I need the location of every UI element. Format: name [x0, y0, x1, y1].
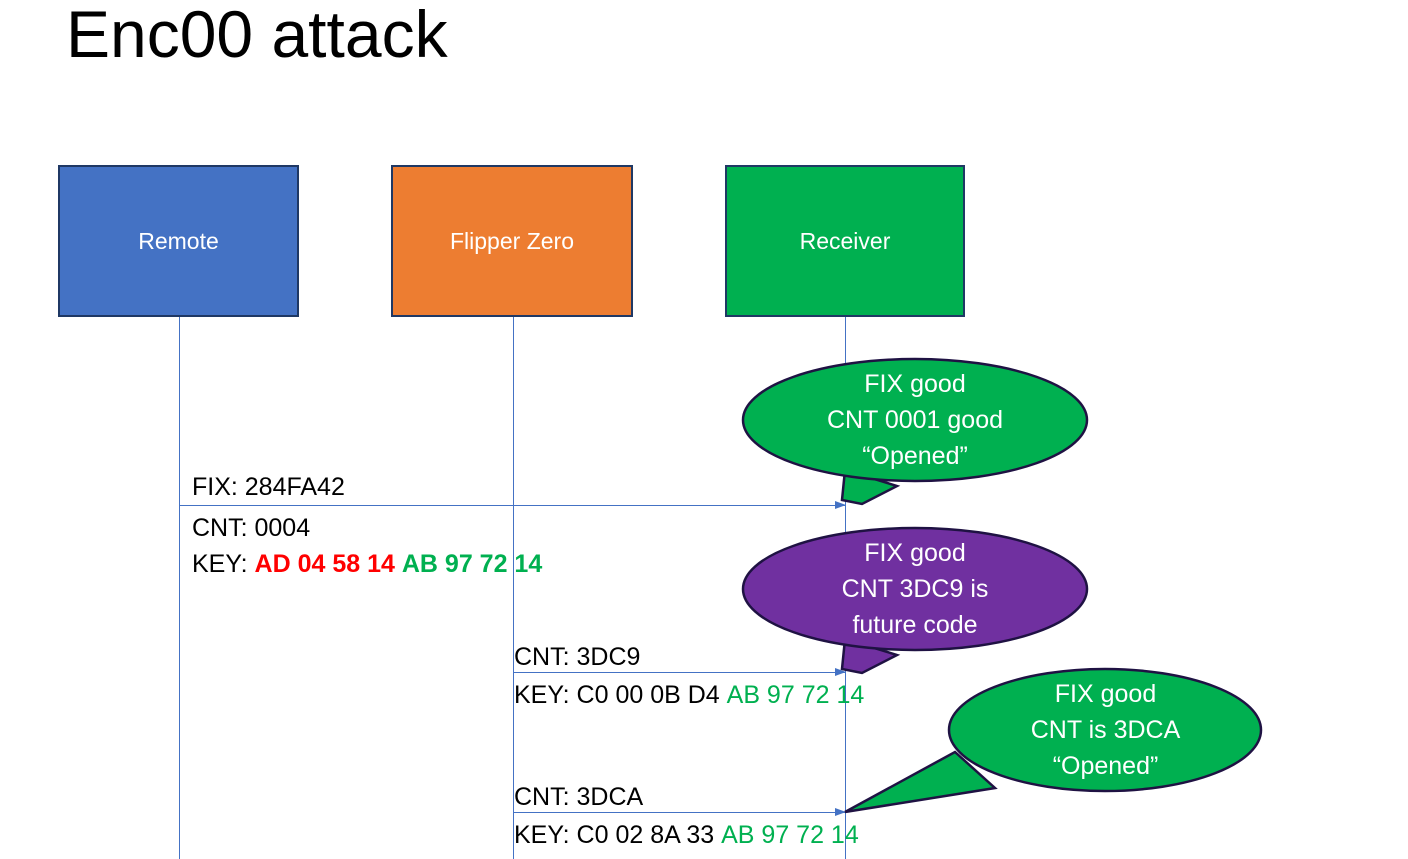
message-arrow-2	[514, 668, 846, 676]
actor-label-remote: Remote	[138, 227, 219, 254]
lifeline-flipper-zero	[513, 317, 514, 859]
callout-bubble-3: FIX good CNT is 3DCA “Opened”	[844, 662, 1263, 814]
message-2-cnt-label: CNT: 3DC9	[514, 643, 641, 671]
actor-box-flipper-zero[interactable]: Flipper Zero	[391, 165, 633, 317]
message-1-fix-label: FIX: 284FA42	[192, 473, 345, 501]
message-1-key-green: AB 97 72 14	[401, 550, 543, 578]
actor-box-receiver[interactable]: Receiver	[725, 165, 965, 317]
message-3-key-prefix: KEY:	[514, 821, 577, 849]
message-3-key-label: KEY: C0 02 8A 33 AB 97 72 14	[514, 819, 859, 852]
page-title: Enc00 attack	[66, 0, 448, 71]
actor-label-receiver: Receiver	[799, 227, 891, 254]
message-arrow-3	[514, 808, 846, 816]
message-1-key-prefix: KEY:	[192, 550, 255, 578]
message-1-key-red: AD 04 58 14	[254, 550, 395, 578]
actor-box-remote[interactable]: Remote	[58, 165, 299, 317]
lifeline-remote	[179, 317, 180, 859]
message-3-key-green: AB 97 72 14	[721, 821, 859, 849]
message-2-key-prefix: KEY:	[514, 681, 577, 709]
message-1-cnt-label: CNT: 0004	[192, 514, 311, 542]
message-3-cnt-label: CNT: 3DCA	[514, 783, 644, 811]
message-2-key-black: C0 00 0B D4	[576, 681, 720, 709]
message-arrow-1	[180, 501, 846, 509]
callout-3-shape	[844, 667, 1263, 814]
message-2-key-green: AB 97 72 14	[726, 681, 865, 709]
message-1-key-label: KEY: AD 04 58 14 AB 97 72 14	[192, 548, 542, 581]
callout-bubble-1: FIX good CNT 0001 good “Opened”	[741, 352, 1089, 506]
callout-1-shape	[741, 357, 1089, 506]
actor-label-flipper-zero: Flipper Zero	[450, 227, 574, 254]
message-2-key-label: KEY: C0 00 0B D4 AB 97 72 14	[514, 679, 864, 712]
callout-bubble-2: FIX good CNT 3DC9 is future code	[741, 521, 1089, 675]
callout-2-shape	[741, 526, 1089, 675]
message-3-key-black: C0 02 8A 33	[576, 821, 715, 849]
